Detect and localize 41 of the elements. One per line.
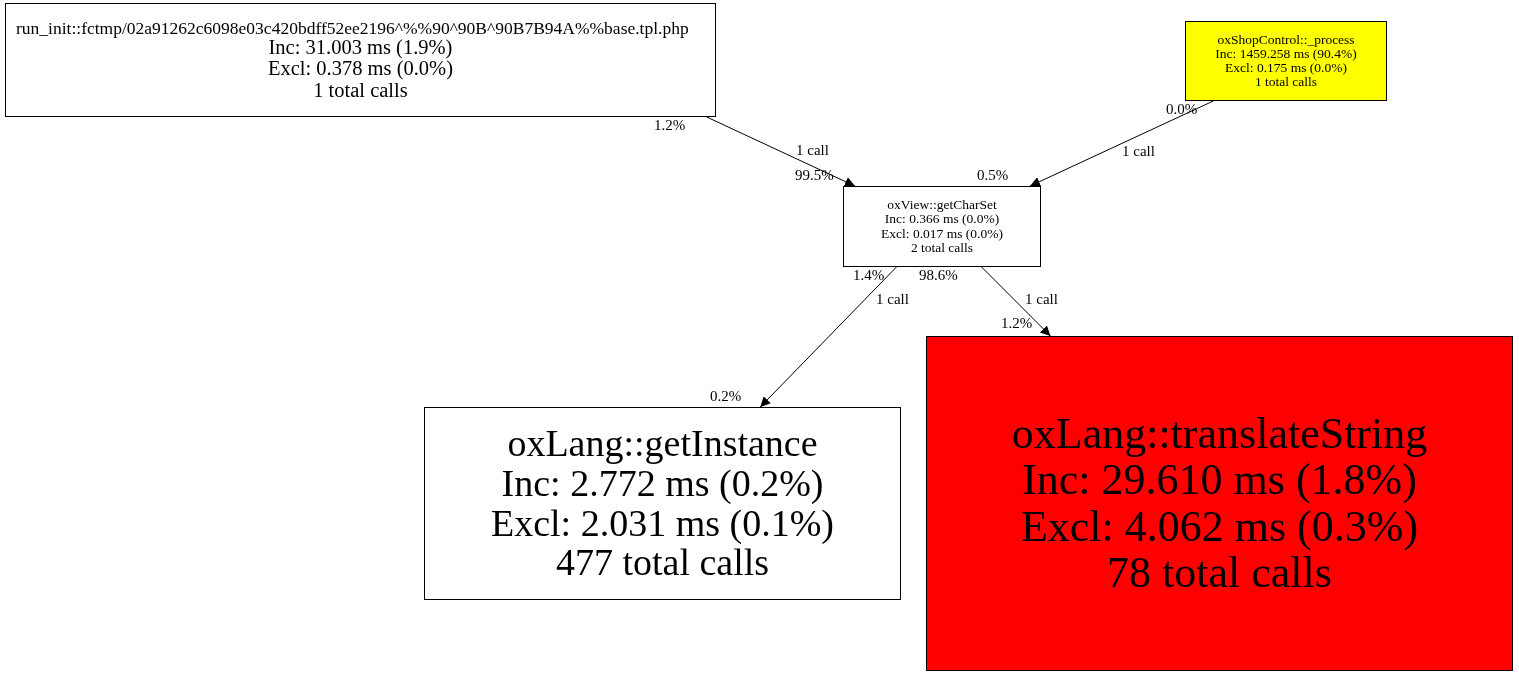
percentage-label: 98.6% (919, 268, 958, 283)
function-stat: Inc: 1459.258 ms (90.4%) (1215, 46, 1357, 61)
percentage-label: 1.4% (853, 268, 885, 283)
percentage-label: 0.2% (710, 389, 742, 404)
arrow (981, 266, 1051, 337)
function-stat: Inc: 0.366 ms (0.0%) (884, 212, 1000, 227)
edge-label: 1 call (795, 143, 830, 158)
percentage-label: 0.5% (977, 168, 1009, 183)
function-box (843, 186, 1041, 267)
percentage-label: 0.0% (1166, 102, 1198, 117)
function-box (5, 3, 716, 117)
function-stat: Excl: 0.017 ms (0.0%) (881, 226, 1003, 241)
function-box (1185, 21, 1387, 101)
function-name: oxLang::getInstance (507, 423, 818, 464)
function-box (424, 407, 901, 600)
function-name: oxLang::translateString (1011, 411, 1428, 458)
arrow (1029, 100, 1214, 187)
percentage-label: 99.5% (795, 168, 834, 183)
edge-label: 1 call (1121, 144, 1156, 159)
function-stat: Excl: 4.062 ms (0.3%) (1020, 503, 1419, 550)
function-stat: 1 total calls (313, 79, 408, 102)
function-name: run_init::fctmp/02a91262c6098e03c420bdff52ee2196^%%90^90B^90B7B94A%%base.tpl.php (15, 18, 689, 37)
percentage-label: 1.2% (1001, 316, 1033, 331)
function-stat: Inc: 2.772 ms (0.2%) (501, 463, 824, 504)
function-stat: 1 total calls (1254, 75, 1318, 90)
function-name: oxShopControl::_process (1217, 32, 1355, 47)
function-name: oxView::getCharSet (887, 198, 997, 213)
function-box (926, 336, 1513, 671)
function-stat: Inc: 31.003 ms (1.9%) (268, 36, 453, 59)
arrow (706, 116, 856, 187)
function-stat: Inc: 29.610 ms (1.8%) (1022, 457, 1417, 504)
arrow (759, 266, 897, 408)
function-stat: Excl: 0.175 ms (0.0%) (1225, 61, 1347, 76)
function-stat: Excl: 2.031 ms (0.1%) (491, 503, 834, 544)
function-stat: 477 total calls (555, 543, 770, 584)
function-stat: 2 total calls (910, 240, 974, 255)
edge-label: 1 call (1024, 292, 1059, 307)
edge-label: 1 call (875, 292, 910, 307)
function-stat: 78 total calls (1107, 549, 1332, 596)
function-stat: Excl: 0.378 ms (0.0%) (267, 58, 453, 80)
percentage-label: 1.2% (654, 118, 686, 133)
